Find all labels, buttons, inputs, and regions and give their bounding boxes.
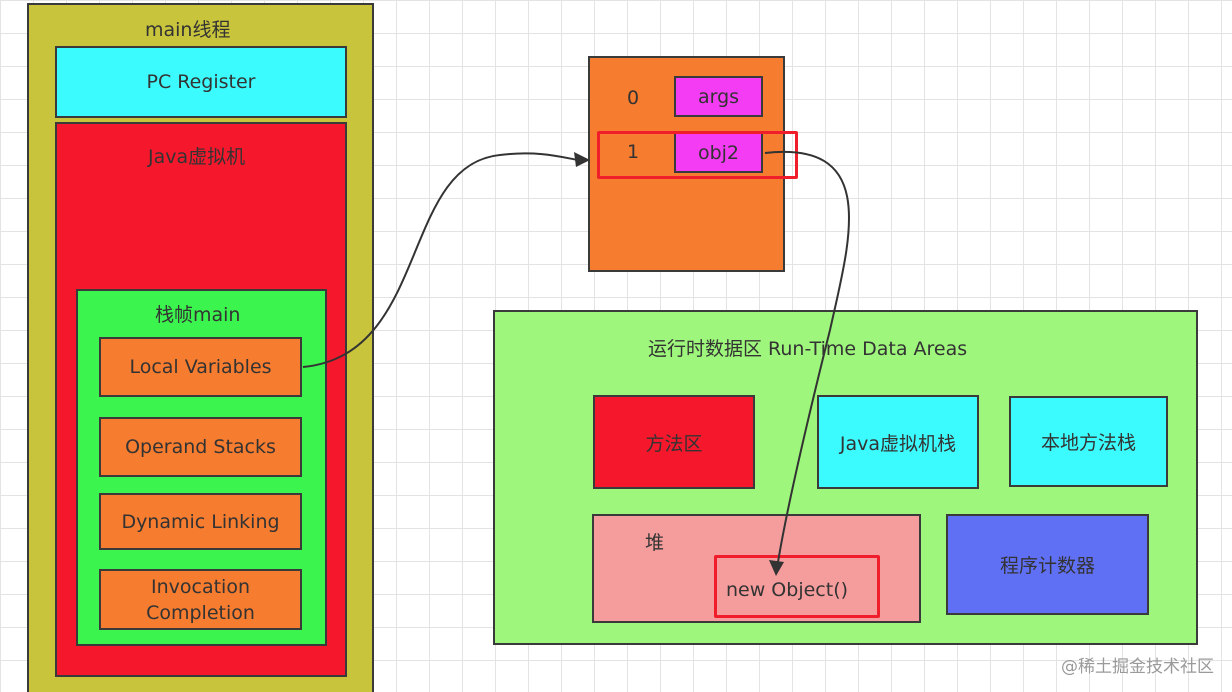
native-method-stack-box: 本地方法栈 (1009, 396, 1168, 487)
jvm-stack-label: Java虚拟机栈 (839, 432, 957, 455)
stack-frame-title: 栈帧main (155, 304, 241, 326)
heap-object-highlight (714, 555, 880, 618)
frame-item-operand-stacks: Operand Stacks (99, 417, 302, 477)
slot-1-highlight (597, 131, 798, 179)
method-area-box: 方法区 (593, 395, 755, 489)
jvm-title: Java虚拟机 (148, 146, 246, 168)
main-thread-title: main线程 (145, 19, 231, 41)
slot-index: 0 (627, 87, 640, 109)
runtime-data-areas-title: 运行时数据区 Run-Time Data Areas (648, 338, 968, 360)
slot-value-obj2: obj2 (674, 132, 763, 173)
slot-value-label: args (697, 85, 740, 108)
slot-index: 1 (627, 141, 640, 163)
program-counter-box: 程序计数器 (946, 514, 1149, 615)
arrow-head-icon (769, 560, 784, 576)
frame-item-invocation-completion: Invocation Completion (99, 569, 302, 630)
jvm-stack-box: Java虚拟机栈 (817, 395, 979, 489)
arrow-obj2-to-heap-object (764, 150, 850, 563)
frame-item-dynamic-linking: Dynamic Linking (99, 493, 302, 550)
frame-item-label: Invocation Completion (146, 575, 255, 624)
pc-register-label: PC Register (146, 71, 256, 93)
watermark: @稀土掘金技术社区 (1061, 657, 1214, 677)
pc-register-box: PC Register (55, 46, 347, 118)
native-method-stack-label: 本地方法栈 (1040, 432, 1136, 454)
slot-value-label: obj2 (697, 141, 740, 164)
frame-item-local-variables: Local Variables (99, 337, 302, 397)
frame-item-label: Operand Stacks (125, 436, 276, 458)
frame-item-label: Local Variables (129, 356, 272, 378)
heap-object-label: new Object() (726, 579, 849, 601)
frame-item-label: Dynamic Linking (121, 510, 280, 533)
arrow-local-variables-to-table (302, 152, 579, 368)
arrow-head-icon (574, 152, 590, 167)
program-counter-label: 程序计数器 (999, 555, 1095, 577)
method-area-label: 方法区 (645, 432, 703, 455)
slot-value-args: args (674, 76, 763, 117)
heap-title: 堆 (645, 532, 665, 554)
heap-box (592, 514, 921, 623)
